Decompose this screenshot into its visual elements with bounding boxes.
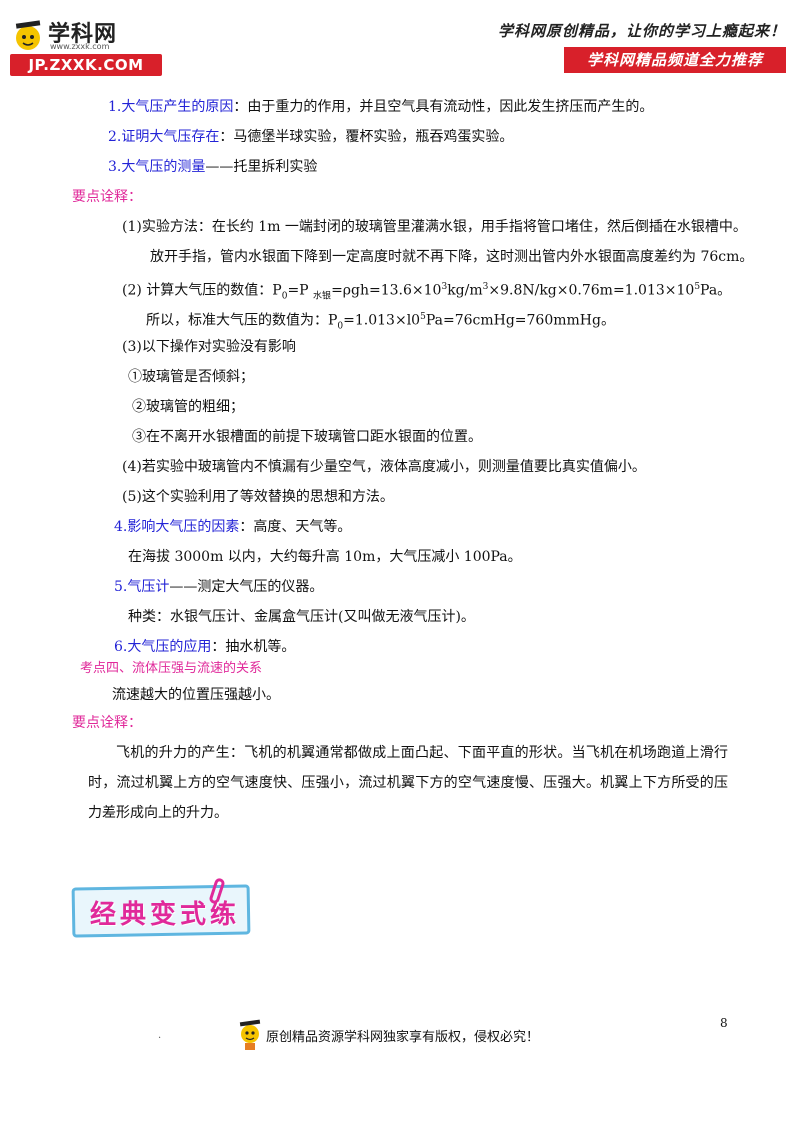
formula-sub: 水银 — [313, 291, 332, 302]
section-title-kp4: 考点四、流体压强与流速的关系 — [80, 661, 263, 676]
footer-dot: . — [158, 1030, 162, 1041]
item-5-body: ——测定大气压的仪器。 — [169, 579, 324, 595]
site-logo[interactable]: 学科网 www.zxxk.com JP.ZXXK.COM — [6, 14, 166, 76]
item-5: 5.气压计——测定大气压的仪器。 — [114, 577, 323, 597]
step-3-item-3: ③在不离开水银槽面的前提下玻璃管口距水银面的位置。 — [132, 429, 482, 445]
logo-domain: JP.ZXXK.COM — [10, 54, 162, 76]
mascot-icon — [15, 20, 41, 50]
formula-part: Pa=76cmHg=760mmHg。 — [425, 312, 615, 329]
logo-url: www.zxxk.com — [50, 42, 110, 51]
formula-part: (2) 计算大气压的数值：P — [122, 282, 282, 299]
item-4-body: ：高度、天气等。 — [239, 519, 352, 535]
step-1-method-cont: 放开手指，管内水银面下降到一定高度时就不再下降，这时测出管内外水银面高度差约为 … — [150, 249, 754, 265]
keypoint-label-1: 要点诠释： — [72, 189, 142, 205]
item-6-heading: 6.大气压的应用 — [114, 639, 212, 655]
item-4-note: 在海拔 3000m 以内，大约每升高 10m，大气压减小 100Pa。 — [128, 549, 522, 565]
formula-sub: 0 — [337, 321, 344, 332]
item-2-body: ：马德堡半球实验，覆杯实验，瓶吞鸡蛋实验。 — [219, 129, 514, 145]
logo-title: 学科网 — [48, 22, 118, 47]
kp4-body: 流速越大的位置压强越小。 — [112, 687, 280, 703]
formula-sup: 3 — [441, 282, 448, 292]
badge-label: 经典变式练 — [90, 900, 241, 930]
lift-paragraph: 飞机的升力的产生：飞机的机翼通常都做成上面凸起、下面平直的形状。当飞机在机场跑道… — [88, 745, 728, 821]
formula-part: 所以，标准大气压的数值为：P — [146, 312, 338, 329]
header-slogan: 学科网原创精品，让你的学习上瘾起来！ — [497, 22, 786, 40]
section-badge: 经典变式练 — [71, 877, 252, 938]
item-3-body: ——托里拆利实验 — [205, 159, 318, 175]
item-3-heading: 3.大气压的测量 — [108, 159, 206, 175]
mascot-icon — [239, 1019, 261, 1050]
keypoint-label-2: 要点诠释： — [72, 715, 142, 731]
formula-part: Pa。 — [700, 282, 732, 299]
formula-part: ×9.8N/kg×0.76m=1.013×10 — [488, 282, 695, 299]
step-3-item-1: ①玻璃管是否倾斜； — [128, 369, 254, 385]
item-2-heading: 2.证明大气压存在 — [108, 129, 220, 145]
item-1: 1.大气压产生的原因：由于重力的作用，并且空气具有流动性，因此发生挤压而产生的。 — [108, 97, 653, 117]
item-5-heading: 5.气压计 — [114, 579, 170, 595]
step-2-standard: 所以，标准大气压的数值为：P0=1.013×l05Pa=76cmHg=760mm… — [146, 307, 615, 336]
formula-sup: 5 — [694, 282, 701, 292]
formula-part: =P — [287, 282, 314, 299]
item-6: 6.大气压的应用：抽水机等。 — [114, 637, 295, 657]
formula-part: =1.013×l0 — [343, 312, 421, 329]
item-2: 2.证明大气压存在：马德堡半球实验，覆杯实验，瓶吞鸡蛋实验。 — [108, 127, 513, 147]
item-4: 4.影响大气压的因素：高度、天气等。 — [114, 517, 351, 537]
item-4-heading: 4.影响大气压的因素 — [114, 519, 240, 535]
formula-sup: 3 — [482, 282, 489, 292]
formula-part: kg/m — [447, 282, 483, 299]
header-banner: 学科网精品频道全力推荐 — [564, 47, 786, 73]
formula-sub: 0 — [281, 291, 288, 302]
item-3: 3.大气压的测量——托里拆利实验 — [108, 157, 317, 177]
page-number: 8 — [720, 1016, 728, 1030]
item-6-body: ：抽水机等。 — [211, 639, 296, 655]
step-2-formula: (2) 计算大气压的数值：P0=P 水银=ρgh=13.6×103kg/m3×9… — [122, 277, 731, 306]
formula-part: =ρgh=13.6×10 — [331, 282, 442, 299]
item-5-note: 种类：水银气压计、金属盒气压计(又叫做无液气压计)。 — [128, 609, 475, 625]
footer-text: 原创精品资源学科网独家享有版权，侵权必究！ — [266, 1030, 540, 1045]
step-3-item-2: ②玻璃管的粗细； — [132, 399, 244, 415]
formula-sup: 5 — [420, 312, 426, 322]
step-3: (3)以下操作对实验没有影响 — [122, 339, 296, 355]
item-1-heading: 1.大气压产生的原因 — [108, 99, 234, 115]
step-5: (5)这个实验利用了等效替换的思想和方法。 — [122, 489, 394, 505]
step-4: (4)若实验中玻璃管内不慎漏有少量空气，液体高度减小，则测量值要比真实值偏小。 — [122, 459, 646, 475]
item-1-body: ：由于重力的作用，并且空气具有流动性，因此发生挤压而产生的。 — [233, 99, 654, 115]
step-1-method: (1)实验方法：在长约 1m 一端封闭的玻璃管里灌满水银，用手指将管口堵住，然后… — [122, 219, 747, 235]
